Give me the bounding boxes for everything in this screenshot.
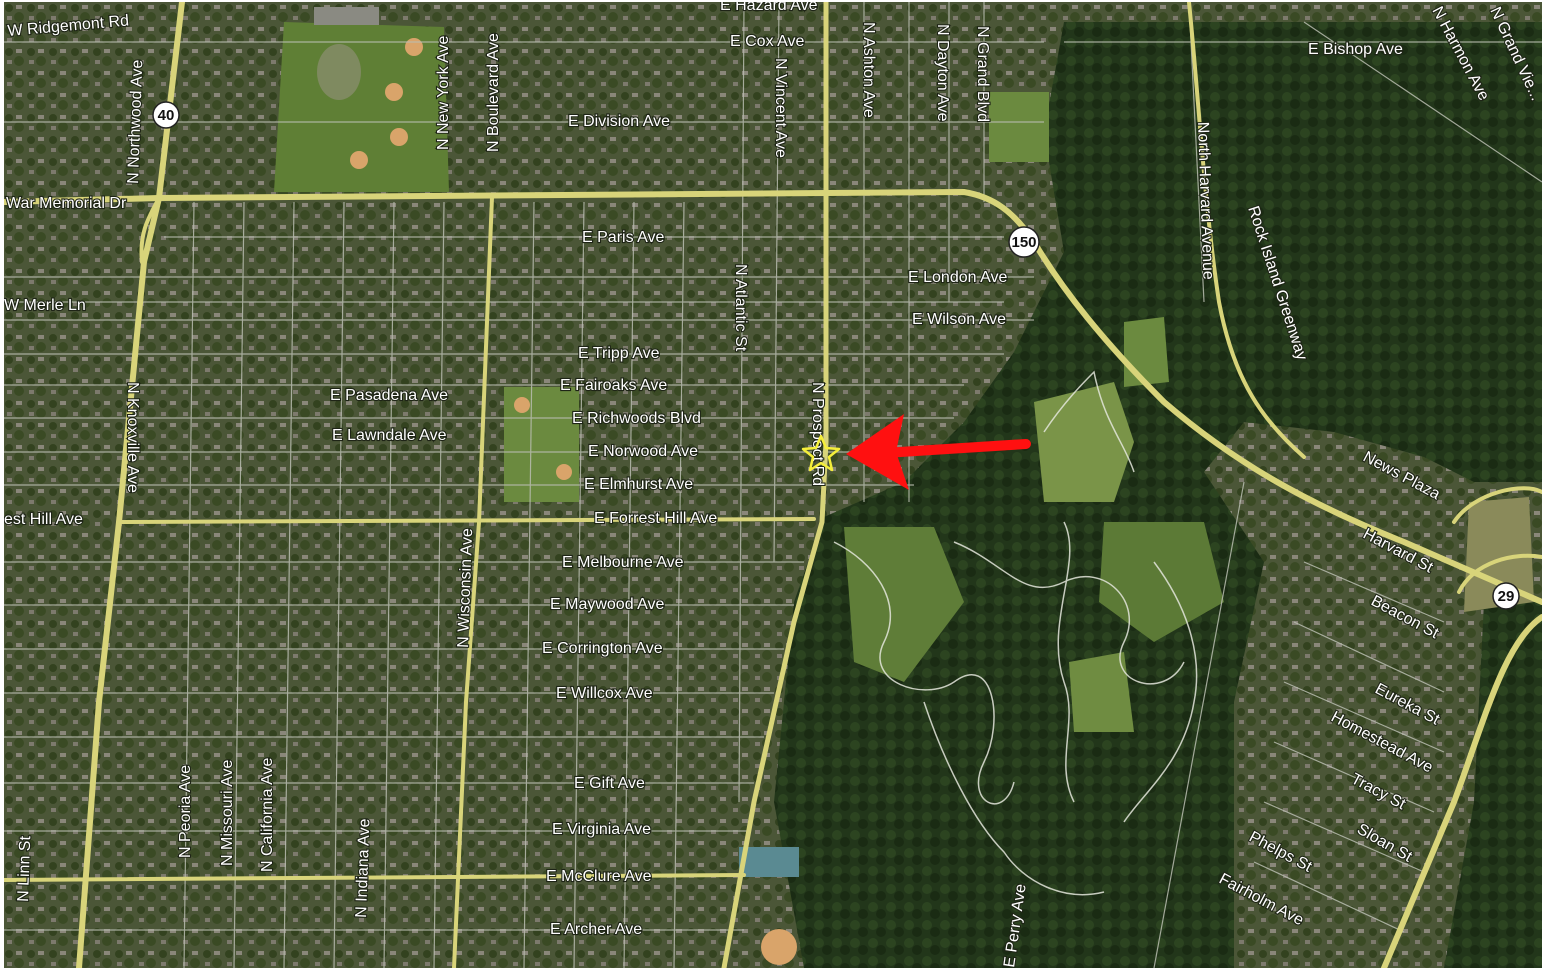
park-trails — [833, 370, 1198, 896]
harvard-ave-road — [1187, 2, 1306, 459]
label-n-boulevard-ave: N Boulevard Ave — [485, 33, 502, 152]
label-e-archer-ave: E Archer Ave — [550, 921, 642, 938]
route-29-ramp-south — [1457, 553, 1542, 594]
label-e-london-ave: E London Ave — [908, 269, 1007, 286]
label-n-knoxville-ave: N Knoxville Ave — [124, 382, 141, 493]
label-e-bishop-ave: E Bishop Ave — [1308, 41, 1403, 58]
red-arrow-icon — [846, 414, 1031, 490]
svg-text:150: 150 — [1011, 234, 1036, 251]
label-w-forrest-hill-ave: est Hill Ave — [4, 511, 83, 528]
label-n-peoria-ave: N Peoria Ave — [177, 765, 194, 858]
knoxville-ave-road — [76, 2, 185, 968]
parks — [274, 7, 1534, 965]
label-n-northwood-ave: N Northwood Ave — [125, 59, 146, 184]
route-40-shield: 40 — [152, 101, 180, 129]
label-n-grand-blvd: N Grand Blvd — [974, 26, 991, 122]
label-e-lawndale-ave: E Lawndale Ave — [332, 427, 447, 444]
forrest-hill-ave-road — [117, 517, 816, 524]
label-e-paris-ave: E Paris Ave — [582, 229, 665, 246]
label-e-fairoaks-ave: E Fairoaks Ave — [560, 377, 667, 394]
label-e-virginia-ave: E Virginia Ave — [552, 821, 651, 838]
label-e-norwood-ave: E Norwood Ave — [588, 443, 698, 460]
label-n-dayton-ave: N Dayton Ave — [934, 24, 951, 122]
label-n-new-york-ave: N New York Ave — [435, 35, 452, 150]
route-29-road — [1381, 614, 1542, 968]
label-n-indiana-ave: N Indiana Ave — [353, 818, 373, 918]
label-e-cox-ave: E Cox Ave — [730, 33, 805, 50]
label-n-california-ave: N California Ave — [259, 757, 276, 872]
road-labels: E Hazard Ave E Cox Ave W Ridgemont Rd E … — [4, 2, 1542, 968]
forest-area-east — [1444, 602, 1542, 968]
route-29-ramp — [1452, 486, 1542, 524]
wisconsin-ave-road — [452, 195, 494, 968]
forest-area — [774, 22, 1542, 968]
label-e-richwoods-blvd: E Richwoods Blvd — [572, 410, 701, 427]
svg-text:29: 29 — [1498, 588, 1515, 605]
label-e-gift-ave: E Gift Ave — [574, 775, 645, 792]
route-150-shield: 150 — [1008, 226, 1040, 258]
war-memorial-dr-road — [4, 188, 1542, 605]
label-e-hazard-ave: E Hazard Ave — [720, 2, 818, 14]
route-40-ramp — [139, 196, 161, 264]
label-e-tripp-ave: E Tripp Ave — [578, 345, 660, 362]
street-grid — [4, 2, 1542, 968]
aerial-map[interactable]: 40 150 29 E Hazard Ave E Cox Ave W Ridge… — [4, 2, 1542, 968]
label-e-maywood-ave: E Maywood Ave — [550, 596, 665, 613]
label-e-pasadena-ave: E Pasadena Ave — [330, 387, 448, 404]
label-e-mcclure-ave: E McClure Ave — [546, 868, 652, 885]
label-e-melbourne-ave: E Melbourne Ave — [562, 554, 684, 571]
label-n-ashton-ave: N Ashton Ave — [860, 22, 877, 118]
label-e-division-ave: E Division Ave — [568, 113, 670, 130]
label-w-merle-ln: W Merle Ln — [4, 297, 86, 314]
label-n-wisconsin-ave: N Wisconsin Ave — [455, 528, 476, 648]
route-29-shield: 29 — [1492, 582, 1520, 610]
label-north-harvard-avenue: North Harvard Avenue — [1194, 122, 1217, 281]
label-n-atlantic-st: N Atlantic St — [732, 264, 749, 352]
label-n-vincent-ave: N Vincent Ave — [772, 58, 789, 158]
label-war-memorial-dr: War Memorial Dr — [6, 195, 127, 212]
label-e-corrington-ave: E Corrington Ave — [542, 640, 663, 657]
label-e-elmhurst-ave: E Elmhurst Ave — [584, 476, 693, 493]
label-e-wilson-ave: E Wilson Ave — [912, 311, 1006, 328]
label-n-linn-st: N Linn St — [15, 835, 34, 902]
label-e-forrest-hill-ave: E Forrest Hill Ave — [594, 510, 717, 527]
mcclure-ave-road — [4, 873, 746, 882]
svg-text:40: 40 — [158, 107, 175, 124]
label-n-missouri-ave: N Missouri Ave — [219, 759, 236, 866]
star-icon[interactable] — [801, 434, 841, 472]
prospect-rd-road — [721, 2, 829, 968]
major-roads — [4, 2, 1542, 968]
label-e-willcox-ave: E Willcox Ave — [556, 685, 653, 702]
